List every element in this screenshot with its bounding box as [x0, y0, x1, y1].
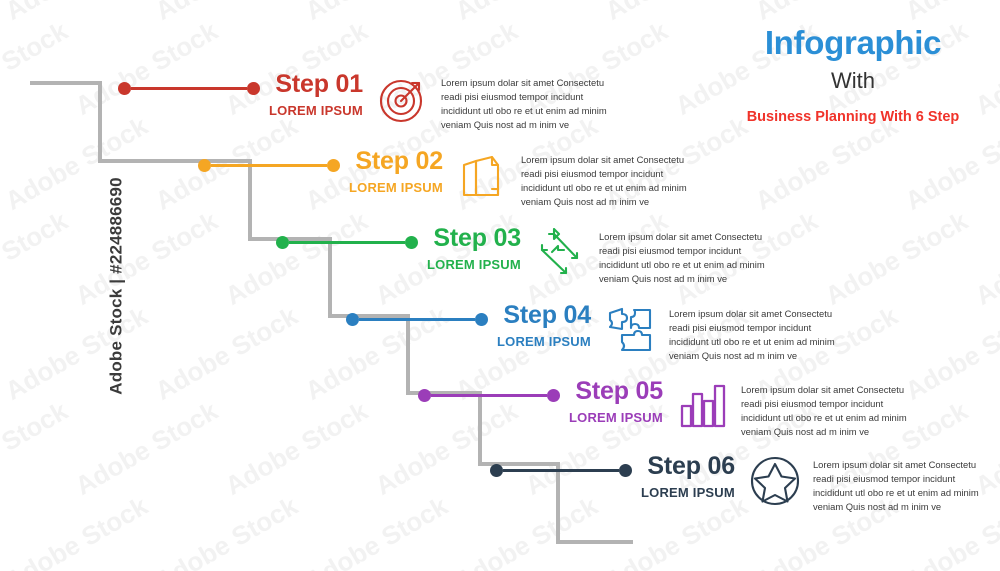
step-subtitle-6: LOREM IPSUM [641, 485, 735, 500]
connector-dot-end-3 [405, 235, 418, 249]
connector-dot-start-1 [118, 81, 131, 95]
step-subtitle-4: LOREM IPSUM [497, 334, 591, 349]
step-body-2: Lorem ipsum dolar sit amet Consectetu re… [520, 154, 687, 207]
connector-dot-end-2 [327, 158, 340, 172]
step-body-1: Lorem ipsum dolar sit amet Consectetu re… [440, 77, 607, 130]
connector-bar-4 [359, 317, 475, 321]
step-title-3: Step 03 [433, 224, 521, 252]
step-row-3[interactable]: Step 03 LOREM IPSUM Lorem ipsum dolar si… [276, 224, 782, 300]
connector-4 [346, 301, 488, 337]
step-body-3: Lorem ipsum dolar sit amet Consectetu re… [598, 231, 765, 284]
connector-dot-end-6 [619, 463, 632, 477]
connector-6 [490, 452, 632, 488]
connector-dot-end-4 [475, 312, 488, 326]
step-row-2[interactable]: Step 02 LOREM IPSUM Lorem ipsum dolar si… [198, 147, 704, 223]
puzzle-icon [604, 303, 658, 357]
connector-bar-2 [211, 163, 327, 167]
step-body-4: Lorem ipsum dolar sit amet Consectetu re… [668, 308, 835, 361]
step-subtitle-1: LOREM IPSUM [269, 103, 363, 118]
step-labels-6: Step 06 LOREM IPSUM [632, 452, 735, 500]
connector-dot-end-5 [547, 388, 560, 402]
header-block: Infographic With Business Planning With … [728, 24, 978, 125]
connector-dot-start-5 [418, 388, 431, 402]
step-body-6: Lorem ipsum dolar sit amet Consectetu re… [812, 459, 979, 512]
connector-bar-5 [431, 393, 547, 397]
stock-watermark-label: Adobe Stock | #224886690 [106, 176, 126, 395]
step-title-4: Step 04 [503, 301, 591, 329]
step-title-1: Step 01 [275, 70, 363, 98]
step-labels-5: Step 05 LOREM IPSUM [560, 377, 663, 425]
page-tagline: Business Planning With 6 Step [746, 108, 960, 125]
connector-5 [418, 377, 560, 413]
documents-icon [456, 149, 510, 203]
step-row-1[interactable]: Step 01 LOREM IPSUM Lorem ipsum dolar si… [118, 70, 624, 146]
step-subtitle-5: LOREM IPSUM [569, 410, 663, 425]
step-row-5[interactable]: Step 05 LOREM IPSUM Lorem ipsum dolar si… [418, 377, 924, 453]
connector-dot-start-6 [490, 463, 503, 477]
arrows-icon [534, 226, 588, 280]
step-title-2: Step 02 [355, 147, 443, 175]
page-subtitle: With [831, 67, 875, 93]
connector-2 [198, 147, 340, 183]
connector-dot-start-4 [346, 312, 359, 326]
connector-dot-start-2 [198, 158, 211, 172]
step-labels-3: Step 03 LOREM IPSUM [418, 224, 521, 272]
step-title-5: Step 05 [575, 377, 663, 405]
page-title: Infographic [764, 24, 942, 61]
connector-dot-start-3 [276, 235, 289, 249]
connector-1 [118, 70, 260, 106]
bar-chart-icon [676, 379, 730, 433]
connector-bar-6 [503, 468, 619, 472]
step-body-5: Lorem ipsum dolar sit amet Consectetu re… [740, 384, 907, 437]
connector-bar-1 [131, 86, 247, 90]
star-circle-icon [748, 454, 802, 508]
step-labels-1: Step 01 LOREM IPSUM [260, 70, 363, 118]
step-title-6: Step 06 [647, 452, 735, 480]
connector-3 [276, 224, 418, 260]
step-row-4[interactable]: Step 04 LOREM IPSUM Lorem ipsum dolar si… [346, 301, 852, 377]
step-subtitle-2: LOREM IPSUM [349, 180, 443, 195]
step-row-6[interactable]: Step 06 LOREM IPSUM Lorem ipsum dolar si… [490, 452, 996, 528]
target-icon [376, 72, 430, 126]
step-labels-4: Step 04 LOREM IPSUM [488, 301, 591, 349]
connector-bar-3 [289, 240, 405, 244]
step-subtitle-3: LOREM IPSUM [427, 257, 521, 272]
step-labels-2: Step 02 LOREM IPSUM [340, 147, 443, 195]
connector-dot-end-1 [247, 81, 260, 95]
